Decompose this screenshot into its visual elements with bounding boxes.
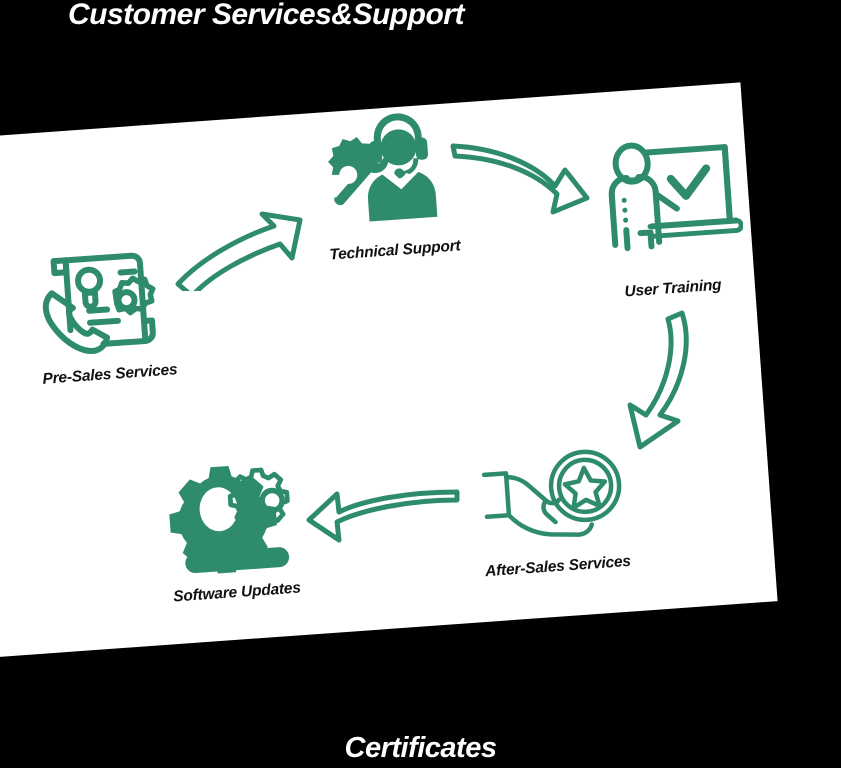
node-pre-sales-services[interactable]: Pre-Sales Services: [30, 232, 190, 388]
arrow-pre-sales-to-technical-support: [175, 211, 303, 291]
arrow-after-sales-to-software-updates: [306, 489, 460, 543]
node-user-training[interactable]: User Training: [598, 135, 748, 300]
arrow-technical-support-to-user-training: [450, 143, 590, 215]
node-after-sales-services[interactable]: After-Sales Services: [478, 448, 638, 580]
node-software-updates[interactable]: Software Updates: [162, 450, 312, 606]
trainer-whiteboard-checkmark-icon: [608, 142, 743, 252]
node-technical-support[interactable]: Technical Support: [320, 108, 470, 264]
page-title: Customer Services&Support: [68, 0, 464, 31]
gears-update-icon: [169, 465, 290, 574]
headset-agent-wrench-gear-icon: [328, 113, 438, 222]
arrow-user-training-to-after-sales: [627, 310, 689, 450]
phone-document-gear-icon: [42, 252, 156, 354]
hand-holding-star-medal-icon: [481, 449, 622, 537]
footer-caption: Certificates: [344, 732, 497, 764]
